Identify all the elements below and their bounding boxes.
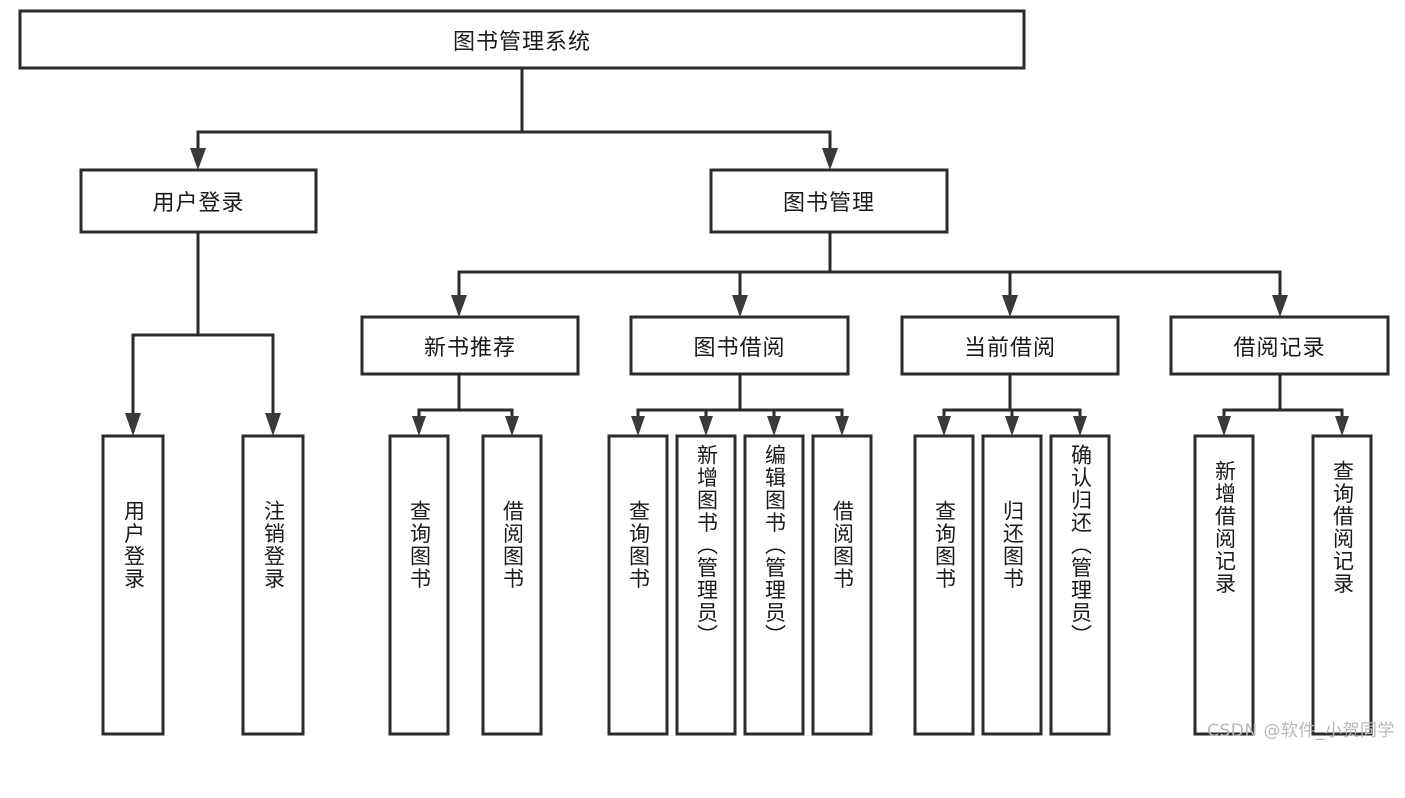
arrow-head-leaf-user-login	[125, 413, 141, 436]
node-box-leaf-return-book[interactable]	[981, 434, 1043, 736]
node-box-leaf-add-record[interactable]	[1193, 434, 1255, 736]
arrow-head-bookborrow-leaf-4	[835, 416, 849, 436]
arrow-head-bookborrow-leaf-2	[699, 416, 713, 436]
arrow-head-borrowrecord-leaf-2	[1335, 416, 1349, 436]
arrow-head-currentborrow-leaf-1	[937, 416, 951, 436]
node-box-leaf-query-book-2[interactable]	[607, 434, 669, 736]
node-box-leaf-borrow-book-1[interactable]	[481, 434, 543, 736]
node-box-borrow-record[interactable]	[1169, 315, 1390, 376]
arrow-head-currentborrow-leaf-3	[1073, 416, 1087, 436]
arrow-head-bookmgmt	[822, 148, 838, 170]
node-box-leaf-add-book[interactable]	[675, 434, 737, 736]
node-box-leaf-query-book-3[interactable]	[913, 434, 975, 736]
arrow-head-leaf-logout	[265, 413, 281, 436]
arrow-head-borrowrecord	[1272, 295, 1288, 317]
flowchart-canvas: 图书管理系统 用户登录 图书管理 新书推荐 图书借阅 当前借阅 借阅记录 用户登…	[18, 9, 1395, 741]
arrow-head-newbook	[451, 295, 467, 317]
node-box-leaf-logout[interactable]	[241, 434, 305, 736]
arrow-head-userlogin	[190, 148, 206, 170]
arrow-head-bookborrow	[732, 295, 748, 317]
arrow-head-bookborrow-leaf-3	[767, 416, 781, 436]
arrow-head-bookborrow-leaf-1	[631, 416, 645, 436]
node-box-new-book-recommend[interactable]	[360, 315, 580, 376]
node-box-current-borrow[interactable]	[900, 315, 1120, 376]
node-box-root[interactable]	[18, 9, 1026, 70]
node-box-leaf-query-record[interactable]	[1311, 434, 1373, 736]
node-box-leaf-confirm-return[interactable]	[1049, 434, 1111, 736]
node-box-leaf-user-login[interactable]	[101, 434, 165, 736]
node-box-user-login[interactable]	[79, 168, 318, 234]
node-box-leaf-query-book-1[interactable]	[388, 434, 450, 736]
node-box-leaf-borrow-book-2[interactable]	[811, 434, 873, 736]
node-box-group	[18, 9, 1390, 736]
arrow-head-currentborrow	[1002, 295, 1018, 317]
flowchart-svg	[18, 9, 1390, 736]
node-box-book-management[interactable]	[709, 168, 949, 234]
arrow-head-newbook-leaf-2	[505, 416, 519, 436]
node-box-book-borrow[interactable]	[629, 315, 850, 376]
node-box-leaf-edit-book[interactable]	[743, 434, 805, 736]
arrow-head-borrowrecord-leaf-1	[1217, 416, 1231, 436]
arrow-head-currentborrow-leaf-2	[1005, 416, 1019, 436]
connector-group	[125, 66, 1349, 436]
arrow-head-newbook-leaf-1	[412, 416, 426, 436]
